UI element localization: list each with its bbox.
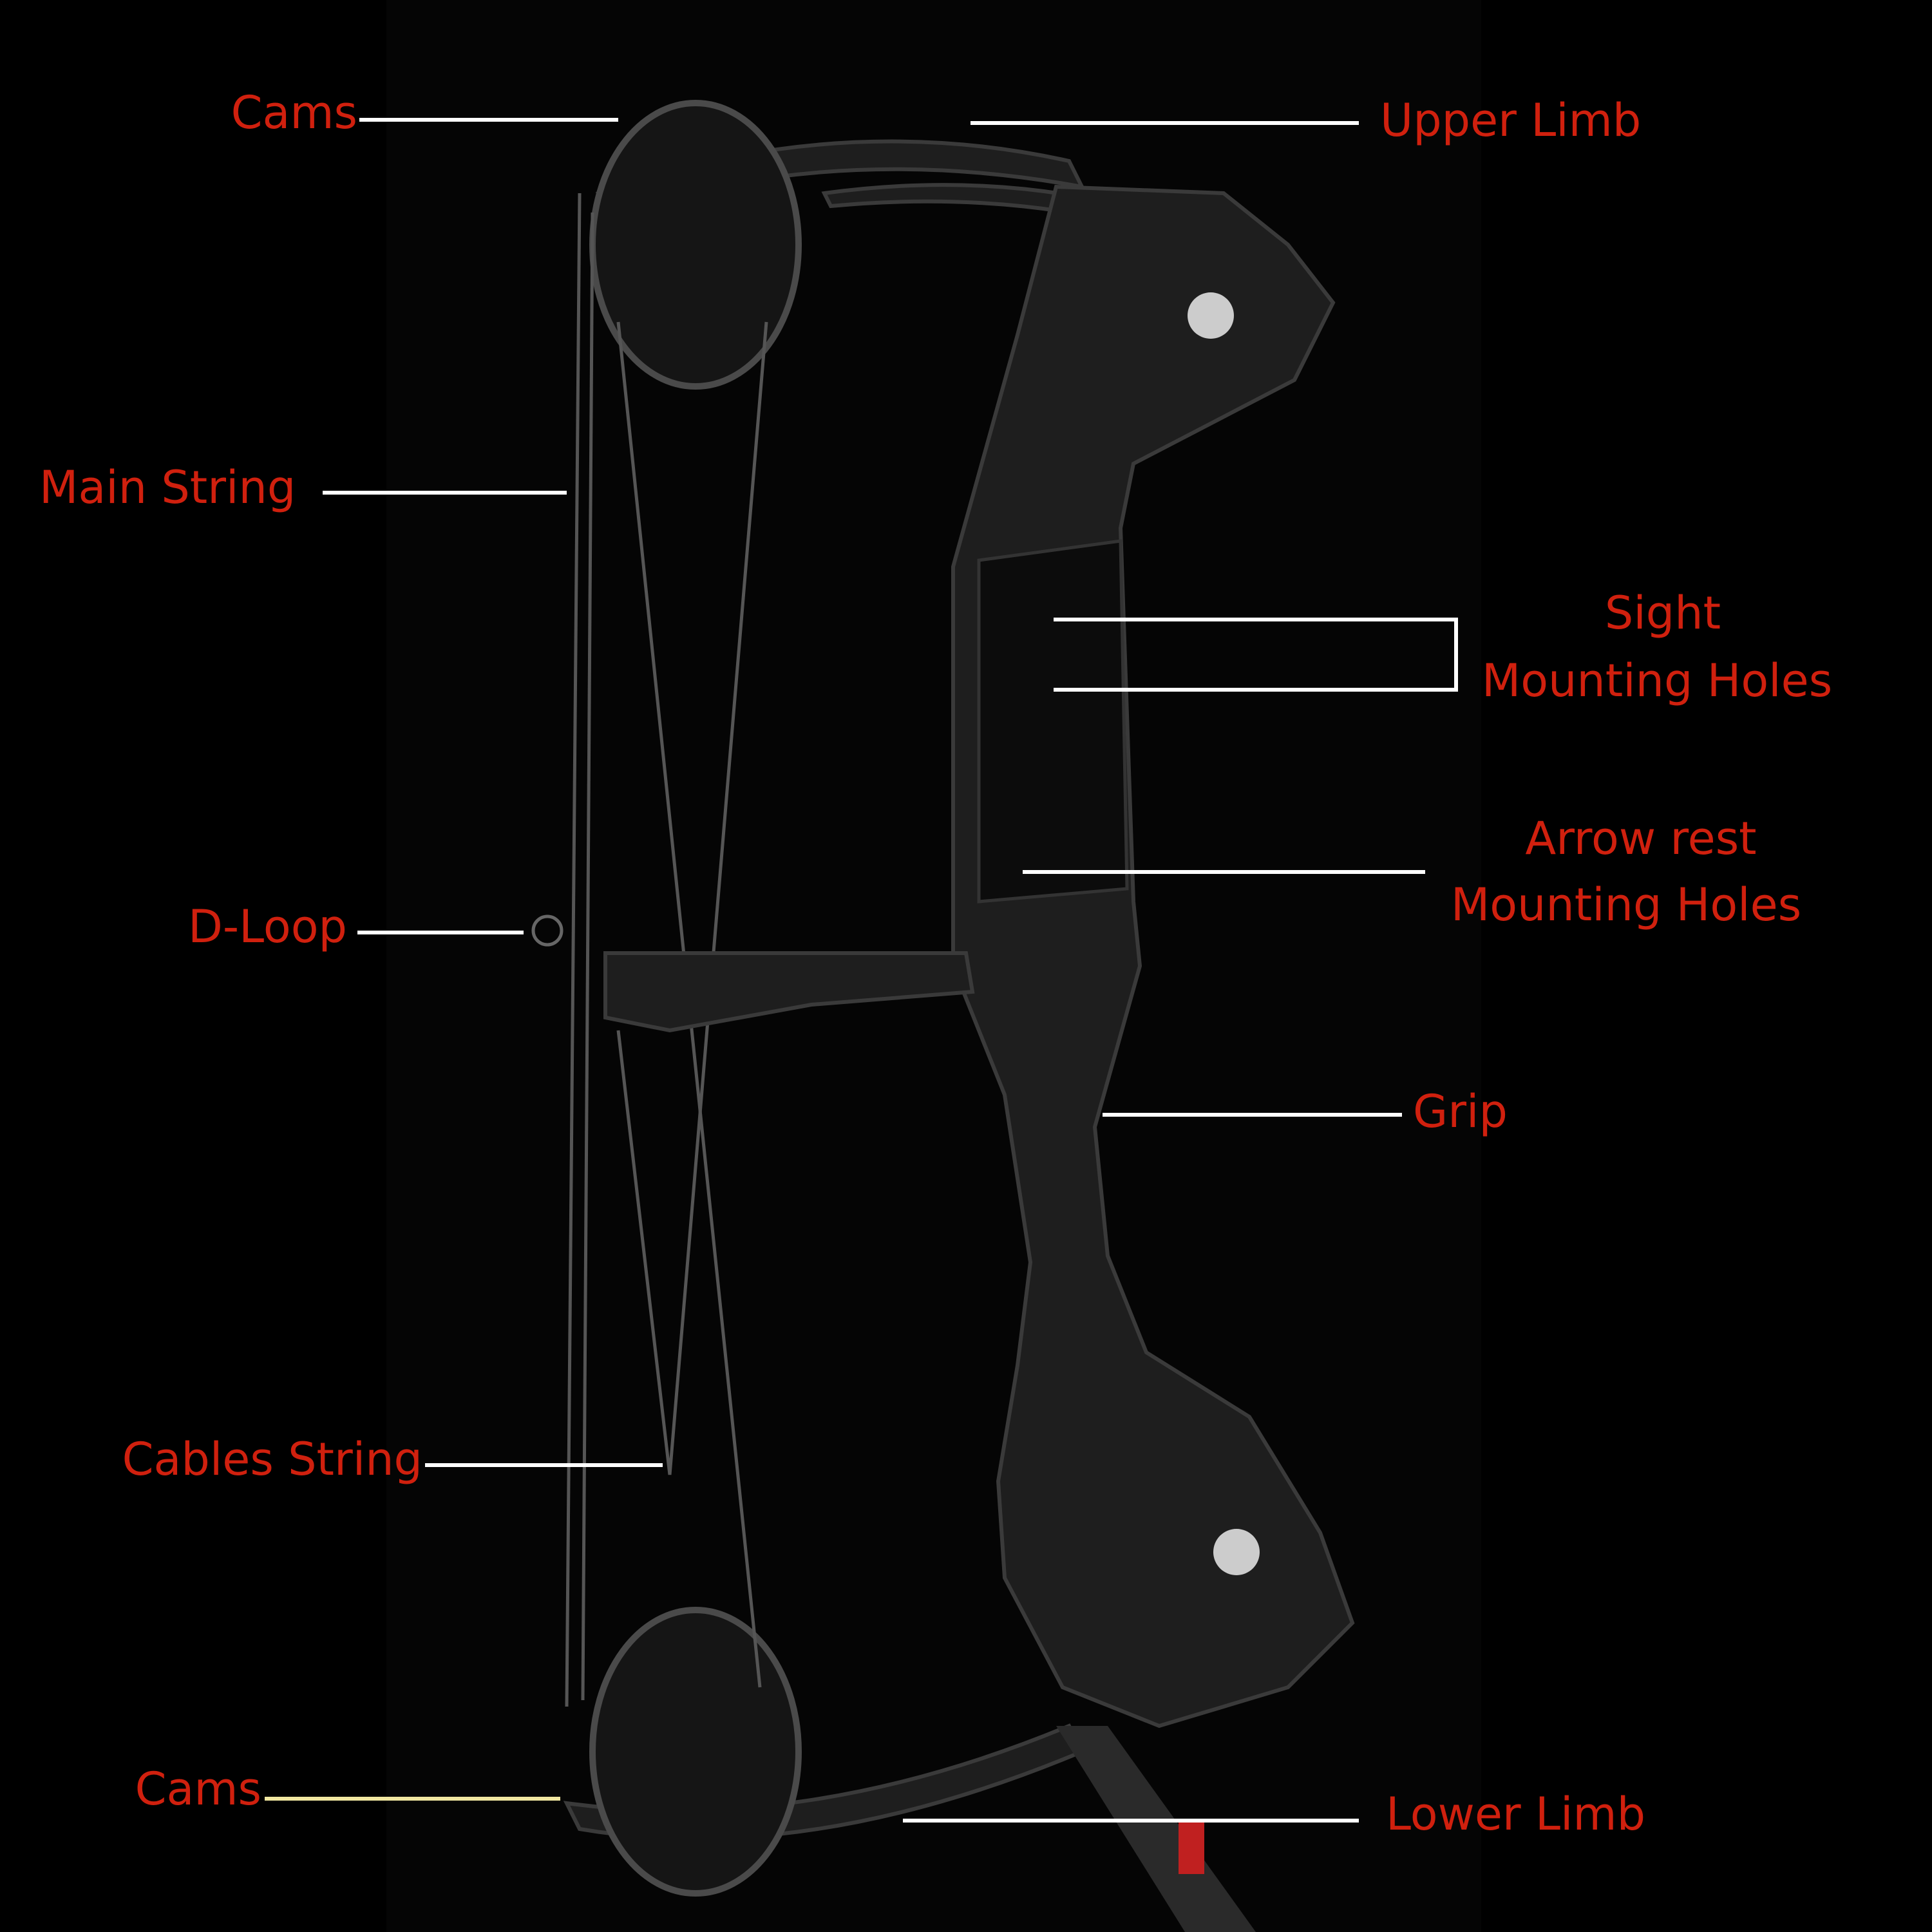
compound-bow-illustration (531, 100, 1355, 1932)
label-cams-bottom: Cams (135, 1763, 261, 1815)
sight-holes-bracket (1054, 618, 1458, 692)
label-cams-top: Cams (231, 86, 357, 139)
label-sight-line2: Mounting Holes (1482, 654, 1832, 707)
label-cables-string: Cables String (122, 1433, 422, 1486)
bottom-cam (589, 1607, 802, 1897)
lower-limb-bolt (1213, 1529, 1260, 1575)
main-string (565, 193, 582, 1707)
cable (616, 321, 768, 1475)
label-arrow-rest-line2: Mounting Holes (1451, 878, 1801, 931)
upper-limb-bolt (1188, 292, 1234, 339)
label-sight-line1: Sight (1605, 587, 1721, 639)
d-loop (531, 914, 564, 947)
top-cam (589, 100, 802, 390)
riser-window (977, 539, 1129, 904)
label-main-string: Main String (39, 461, 296, 514)
bow-stand (1056, 1726, 1256, 1932)
main-string-2 (581, 212, 594, 1701)
arrow-rest (603, 951, 975, 1033)
label-grip: Grip (1413, 1085, 1508, 1138)
label-lower-limb: Lower Limb (1386, 1788, 1645, 1841)
label-d-loop: D-Loop (188, 900, 347, 953)
stand-red-accent (1179, 1823, 1204, 1874)
label-arrow-rest-line1: Arrow rest (1525, 812, 1756, 865)
label-upper-limb: Upper Limb (1380, 94, 1641, 147)
